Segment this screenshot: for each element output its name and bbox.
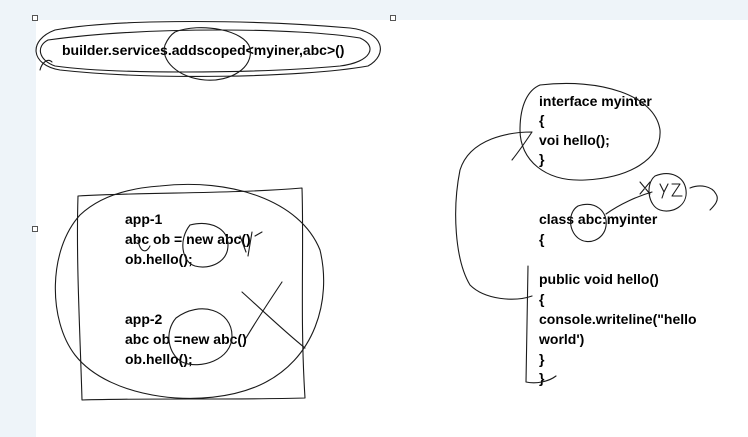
method-line-3: console.writeline("hello [539,311,697,327]
ink-top-tail [39,59,53,71]
class-line-2: { [539,231,545,247]
method-line-4: world') [539,331,585,347]
method-line-6: } [539,370,545,386]
ink-method-bracket [525,265,557,384]
ink-app2-new-circle [168,308,233,366]
ink-connector [455,131,533,300]
left-ruler-strip [0,0,36,437]
app1-call: ob.hello(); [125,251,193,267]
app2-declaration: abc ob =new abc() [125,331,247,347]
ink-class-circle [569,204,607,243]
interface-line-1: interface myinter [539,93,652,109]
ink-app2-cross [241,281,306,349]
ink-app-circle [54,183,325,399]
interface-line-3: voi hello(); [539,132,610,148]
method-line-1: public void hello() [539,271,659,287]
ink-xyz-tail [689,185,718,211]
selection-handle-top-left[interactable] [32,15,38,21]
ink-xyz-bubble [648,173,687,212]
top-note-text: builder.services.addscoped<myiner,abc>() [62,42,345,58]
app2-call: ob.hello(); [125,351,193,367]
ink-interface-bubble [519,82,661,181]
app1-title: app-1 [125,211,163,227]
method-line-2: { [539,291,545,307]
top-ruler-strip [36,0,748,20]
app1-declaration: abc ob = new abc() [125,231,251,247]
ink-top-circle [163,27,251,81]
interface-line-4: } [539,151,545,167]
method-line-5: } [539,351,545,367]
selection-handle-top-right[interactable] [390,15,396,21]
ink-app-box [76,187,306,401]
ink-app1-scribble [137,239,151,252]
ink-app1-new-circle [182,223,229,268]
ink-xyz-letters [639,181,683,199]
ink-class-link [605,191,653,215]
app2-title: app-2 [125,311,163,327]
ink-app1-tick [239,231,263,257]
interface-line-2: { [539,112,545,128]
ink-top-loop-outer [35,20,381,77]
class-line-1: class abc:myinter [539,211,658,227]
ink-top-loop-inner [39,29,371,73]
selection-handle-middle-left[interactable] [32,226,38,232]
